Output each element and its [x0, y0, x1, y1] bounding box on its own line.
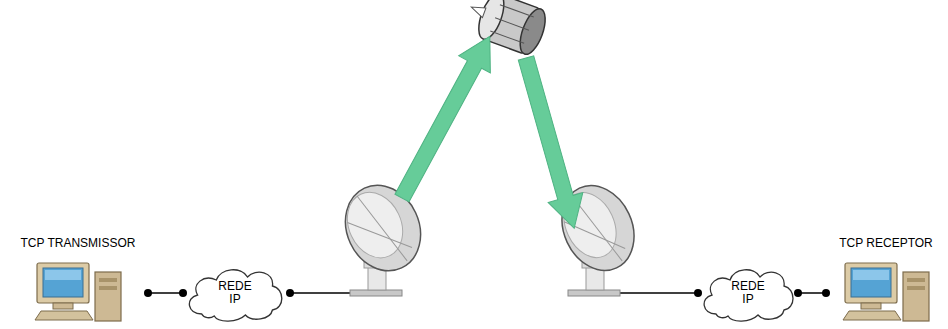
wire [620, 292, 698, 294]
node-label: REDE IP [728, 280, 768, 306]
network-link [148, 292, 183, 294]
downlink-arrow [509, 53, 592, 233]
network-link [798, 292, 826, 294]
node-label: TCP TRANSMISSOR [8, 236, 148, 250]
network-cloud: REDE IP [698, 262, 798, 324]
wire-dot [694, 289, 702, 297]
node-label: TCP RECEPTOR [826, 236, 946, 250]
network-cloud: REDE IP [183, 262, 287, 324]
computer-node: TCP TRANSMISSOR [8, 236, 148, 329]
satellite-dish [332, 173, 434, 296]
uplink-arrow [386, 28, 505, 207]
computer-icon [841, 260, 931, 322]
computer-icon [33, 260, 123, 322]
node-label: REDE IP [215, 280, 255, 306]
wire [290, 292, 352, 294]
wire-dot [286, 289, 294, 297]
computer-node: TCP RECEPTOR [826, 236, 946, 329]
